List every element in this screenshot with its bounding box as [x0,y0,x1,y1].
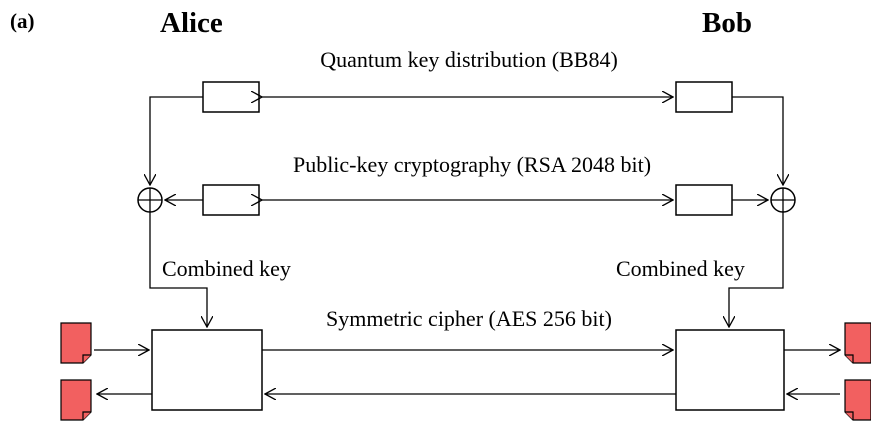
bob-qkd-to-xor-line [732,96,783,185]
qkd-channel-label: Quantum key distribution (BB84) [320,47,618,72]
alice-qkd-box [202,81,260,113]
alice-label: Alice [160,7,223,39]
bob-plaintext-out-document-icon [844,322,871,364]
bob-qkd-box [675,81,733,113]
alice-plaintext-out-document-icon [60,379,92,421]
alice-xor-icon [137,187,163,213]
panel-label: (a) [10,9,35,33]
alice-plaintext-in-document-icon [60,322,92,364]
alice-pkc-box [202,184,260,216]
alice-qkd-to-xor-line [150,96,203,185]
combined-key-label-left: Combined key [162,256,291,281]
bob-cipher-box [675,329,785,411]
pkc-channel-label: Public-key cryptography (RSA 2048 bit) [293,152,651,177]
combined-key-label-right: Combined key [616,256,745,281]
bob-plaintext-in-document-icon [844,379,871,421]
bob-combined-key-line [729,212,784,327]
alice-cipher-box [151,329,263,411]
bob-pkc-box [675,184,733,216]
symmetric-channel-label: Symmetric cipher (AES 256 bit) [326,306,612,331]
bob-label: Bob [702,7,752,39]
alice-combined-key-line [149,212,207,327]
bob-xor-icon [770,187,796,213]
